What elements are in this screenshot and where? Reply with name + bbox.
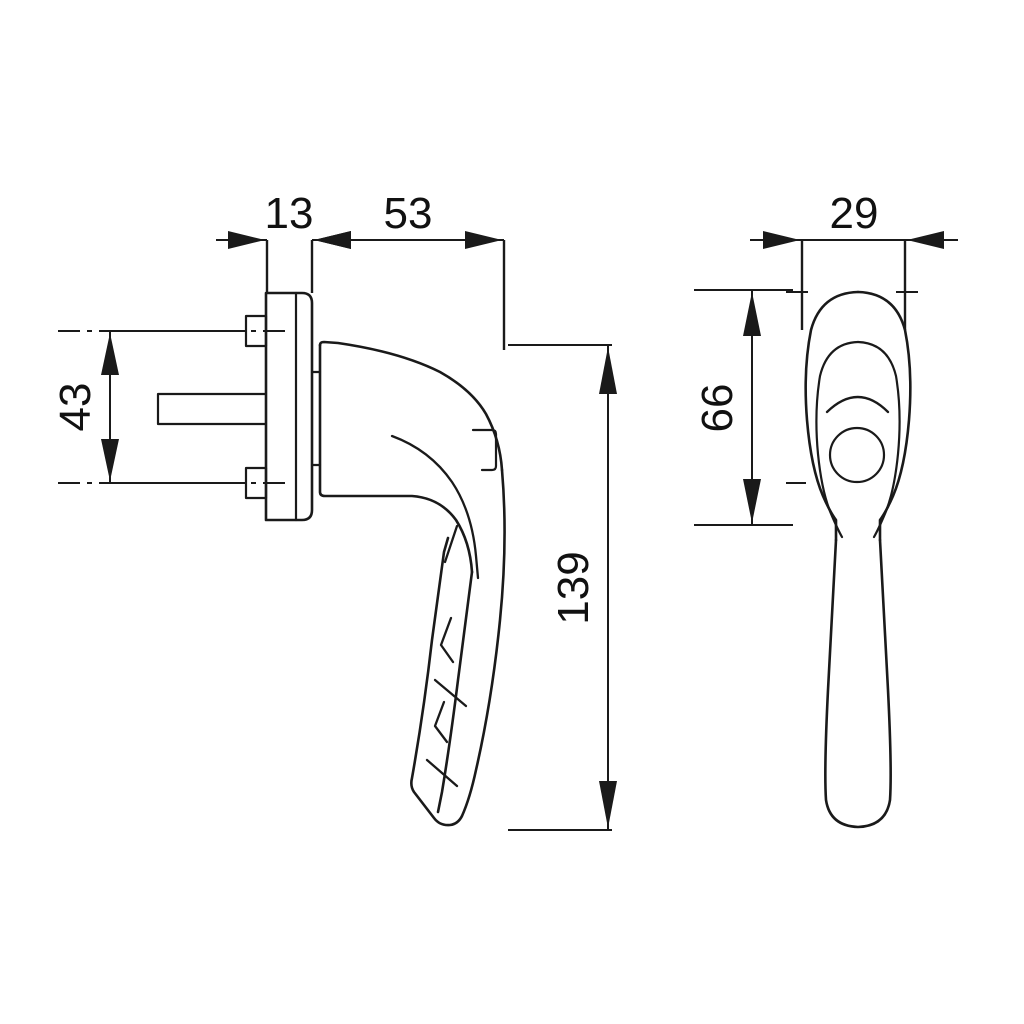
dim-66: 66	[693, 289, 793, 526]
arc-detail	[825, 396, 890, 414]
handle-body	[804, 290, 912, 542]
spindle-shaft	[156, 392, 268, 426]
arc-detail-curve	[825, 396, 890, 414]
dim-53-arrow-left	[314, 231, 351, 249]
dim-66-arrow-bottom	[743, 479, 761, 523]
neck-seam-curve	[390, 434, 480, 580]
button-tab[interactable]	[471, 428, 498, 472]
handle-shaft	[824, 538, 892, 829]
handle-neck-bottom-curve	[318, 343, 474, 574]
dim-13: 13	[216, 189, 360, 293]
handle-body-left	[804, 290, 860, 542]
rose-plate	[264, 291, 314, 522]
dim-139-arrow-bottom	[599, 781, 617, 828]
fixing-screws	[244, 314, 268, 500]
dim-53-arrow-right	[465, 231, 502, 249]
button-tab-body[interactable]	[471, 428, 498, 472]
spindle	[156, 392, 268, 426]
dim-43-arrow-top	[101, 333, 119, 375]
dim-139-arrow-top	[599, 347, 617, 394]
dim-66-label: 66	[693, 384, 742, 433]
handle-grip-inner	[436, 570, 474, 814]
button-circle[interactable]	[828, 426, 886, 484]
handle-grip	[410, 468, 506, 827]
handle-neck-top-curve	[318, 340, 504, 472]
dim-139-label: 139	[549, 551, 598, 624]
dim-66-arrow-top	[743, 292, 761, 336]
dim-29: 29	[750, 189, 958, 330]
dim-29-arrow-right	[907, 231, 944, 249]
oval-inner-right	[856, 340, 901, 539]
dim-29-arrow-left	[763, 231, 800, 249]
dim-43-arrow-bottom	[101, 439, 119, 481]
side-view: 13 53 43	[51, 189, 617, 831]
front-view: 29 66	[693, 189, 958, 829]
dim-13-label: 13	[265, 189, 314, 238]
dim-53-label: 53	[384, 189, 433, 238]
grip-finger-indents	[425, 524, 468, 788]
grip-indent-1	[443, 524, 459, 564]
grip-indent-hatch-2	[425, 758, 459, 788]
dim-29-label: 29	[830, 189, 879, 238]
grip-indent-3	[433, 700, 449, 744]
front-view-centermarks	[786, 291, 920, 484]
neck-inner-seam	[390, 434, 480, 580]
rose-plate-body	[264, 291, 314, 522]
oval-inner	[815, 340, 901, 539]
grip-indent-hatch-1	[433, 678, 468, 708]
dim-53: 53	[312, 189, 506, 350]
dim-139: 139	[508, 344, 617, 831]
dim-43-label: 43	[51, 383, 100, 432]
dim-13-arrow-left	[228, 231, 265, 249]
handle-body-right	[856, 290, 912, 542]
handle-shaft-outline	[824, 538, 892, 829]
grip-indent-2	[439, 616, 455, 664]
handle-grip-outer	[410, 468, 506, 827]
oval-inner-left	[815, 340, 860, 539]
dim-43: 43	[51, 330, 246, 484]
handle-neck	[310, 340, 504, 574]
